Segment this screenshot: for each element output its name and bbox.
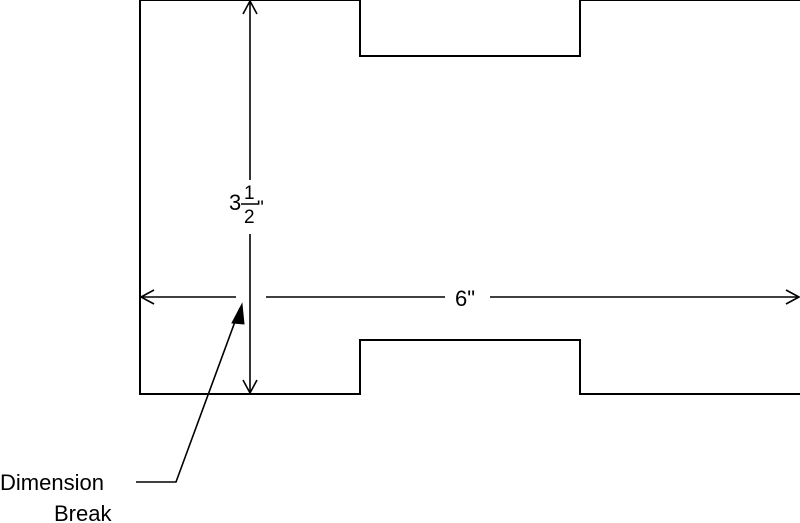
height-dimension-whole: 3 <box>229 190 241 215</box>
height-dimension-unit-mark: " <box>257 198 264 219</box>
height-dimension-denominator: 2 <box>244 207 255 228</box>
width-arrowhead-right <box>785 289 800 305</box>
dimension-break-leader <box>136 302 245 483</box>
width-dimension: 6" <box>139 286 800 311</box>
leader-arrowhead <box>231 302 245 325</box>
height-arrowhead-top <box>242 0 258 15</box>
width-arrowhead-left <box>139 289 155 305</box>
part-outline <box>139 0 800 395</box>
leader-line <box>136 307 241 483</box>
width-dimension-label: 6" <box>455 286 475 311</box>
height-dimension: 3 1 2 " <box>229 0 264 395</box>
height-dimension-numerator: 1 <box>244 183 255 204</box>
height-arrowhead-bottom <box>242 379 258 395</box>
callout-line-break: Break <box>54 501 112 523</box>
callout-line-dimension: Dimension <box>0 470 104 495</box>
